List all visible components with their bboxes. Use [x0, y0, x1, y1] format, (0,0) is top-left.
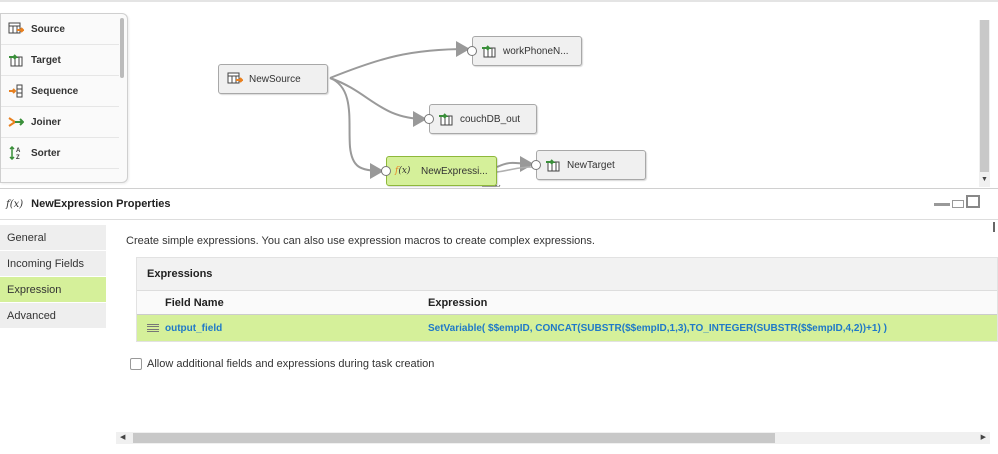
properties-tabs: General Incoming Fields Expression Advan… — [0, 225, 106, 329]
panel-splitter-grip[interactable] — [482, 184, 501, 187]
panel-edge-marker — [993, 222, 995, 232]
expression-description: Create simple expressions. You can also … — [126, 235, 595, 247]
joiner-icon — [7, 114, 25, 130]
target-icon — [7, 52, 25, 68]
target-icon — [545, 158, 561, 172]
expressions-grid-header: Field Name Expression — [137, 290, 997, 315]
palette-label-sequence: Sequence — [31, 85, 79, 97]
link-to-couchdb — [329, 77, 427, 127]
source-icon — [7, 21, 25, 37]
svg-text:A: A — [16, 148, 21, 154]
link-to-expression — [329, 77, 384, 179]
scrollbar-thumb[interactable] — [133, 433, 775, 443]
input-port[interactable] — [424, 114, 434, 124]
panel-window-controls — [934, 195, 980, 208]
expression-icon: f(x) — [395, 166, 411, 176]
scroll-left-arrow-icon[interactable]: ◀ — [120, 434, 126, 441]
node-couchdb-out[interactable]: couchDB_out — [424, 104, 537, 134]
expressions-panel: Expressions Field Name Expression output… — [136, 257, 998, 342]
palette-item-target[interactable]: Target — [1, 45, 119, 76]
scroll-down-arrow-icon[interactable]: ▼ — [981, 176, 988, 183]
link-to-workphone — [329, 41, 470, 79]
column-header-field-name[interactable]: Field Name — [165, 296, 224, 309]
node-label: NewSource — [249, 73, 301, 85]
palette-scrollbar[interactable] — [120, 18, 124, 78]
palette-label-joiner: Joiner — [31, 116, 62, 128]
properties-title: NewExpression Properties — [31, 198, 171, 210]
drag-handle-icon[interactable] — [147, 323, 159, 333]
horizontal-scrollbar[interactable]: ◀ ▶ — [116, 432, 990, 444]
node-new-expression[interactable]: f(x) NewExpressi... — [381, 156, 497, 186]
node-label: NewTarget — [567, 159, 615, 171]
expression-link[interactable]: SetVariable( $$empID, CONCAT(SUBSTR($$em… — [428, 322, 887, 334]
node-label: NewExpressi... — [421, 165, 488, 177]
palette-item-sequence[interactable]: Sequence — [1, 76, 119, 107]
link-lines — [329, 41, 534, 187]
target-icon — [481, 44, 497, 58]
palette-label-source: Source — [31, 23, 65, 35]
column-header-expression[interactable]: Expression — [428, 296, 488, 309]
node-label: couchDB_out — [460, 113, 521, 125]
link-to-target-2 — [496, 166, 533, 173]
svg-text:Z: Z — [16, 155, 20, 160]
expression-icon: f(x) — [6, 198, 24, 210]
restore-icon[interactable] — [952, 200, 964, 208]
table-row[interactable]: output_field SetVariable( $$empID, CONCA… — [137, 315, 997, 341]
palette-item-source[interactable]: Source — [1, 14, 119, 45]
tab-expression[interactable]: Expression — [0, 277, 106, 303]
sequence-icon — [7, 83, 25, 99]
maximize-icon[interactable] — [966, 195, 980, 208]
expressions-title: Expressions — [147, 268, 213, 280]
link-to-target — [496, 155, 534, 172]
scroll-right-arrow-icon[interactable]: ▶ — [980, 434, 986, 441]
input-port[interactable] — [467, 46, 477, 56]
tab-incoming-fields[interactable]: Incoming Fields — [0, 251, 106, 277]
scrollbar-thumb[interactable] — [980, 20, 989, 172]
input-port[interactable] — [381, 166, 391, 176]
allow-additional-label: Allow additional fields and expressions … — [147, 358, 435, 370]
input-port[interactable] — [531, 160, 541, 170]
node-label: workPhoneN... — [503, 45, 569, 57]
tab-advanced[interactable]: Advanced — [0, 303, 106, 329]
node-new-target[interactable]: NewTarget — [531, 150, 646, 180]
minimize-icon[interactable] — [934, 203, 950, 206]
tab-general[interactable]: General — [0, 225, 106, 251]
source-icon — [227, 72, 243, 86]
target-icon — [438, 112, 454, 126]
field-name-link[interactable]: output_field — [165, 322, 223, 334]
allow-additional-fields-option: Allow additional fields and expressions … — [130, 358, 434, 370]
node-new-source[interactable]: NewSource — [218, 64, 328, 94]
properties-header: f(x) NewExpression Properties — [0, 188, 998, 220]
palette-item-joiner[interactable]: Joiner — [1, 107, 119, 138]
allow-additional-checkbox[interactable] — [130, 358, 142, 370]
canvas-vertical-scrollbar[interactable]: ▼ — [979, 20, 990, 187]
node-work-phone[interactable]: workPhoneN... — [467, 36, 582, 66]
palette-label-sorter: Sorter — [31, 147, 61, 159]
expression-tab-content: Create simple expressions. You can also … — [126, 225, 998, 445]
palette-label-target: Target — [31, 54, 61, 66]
